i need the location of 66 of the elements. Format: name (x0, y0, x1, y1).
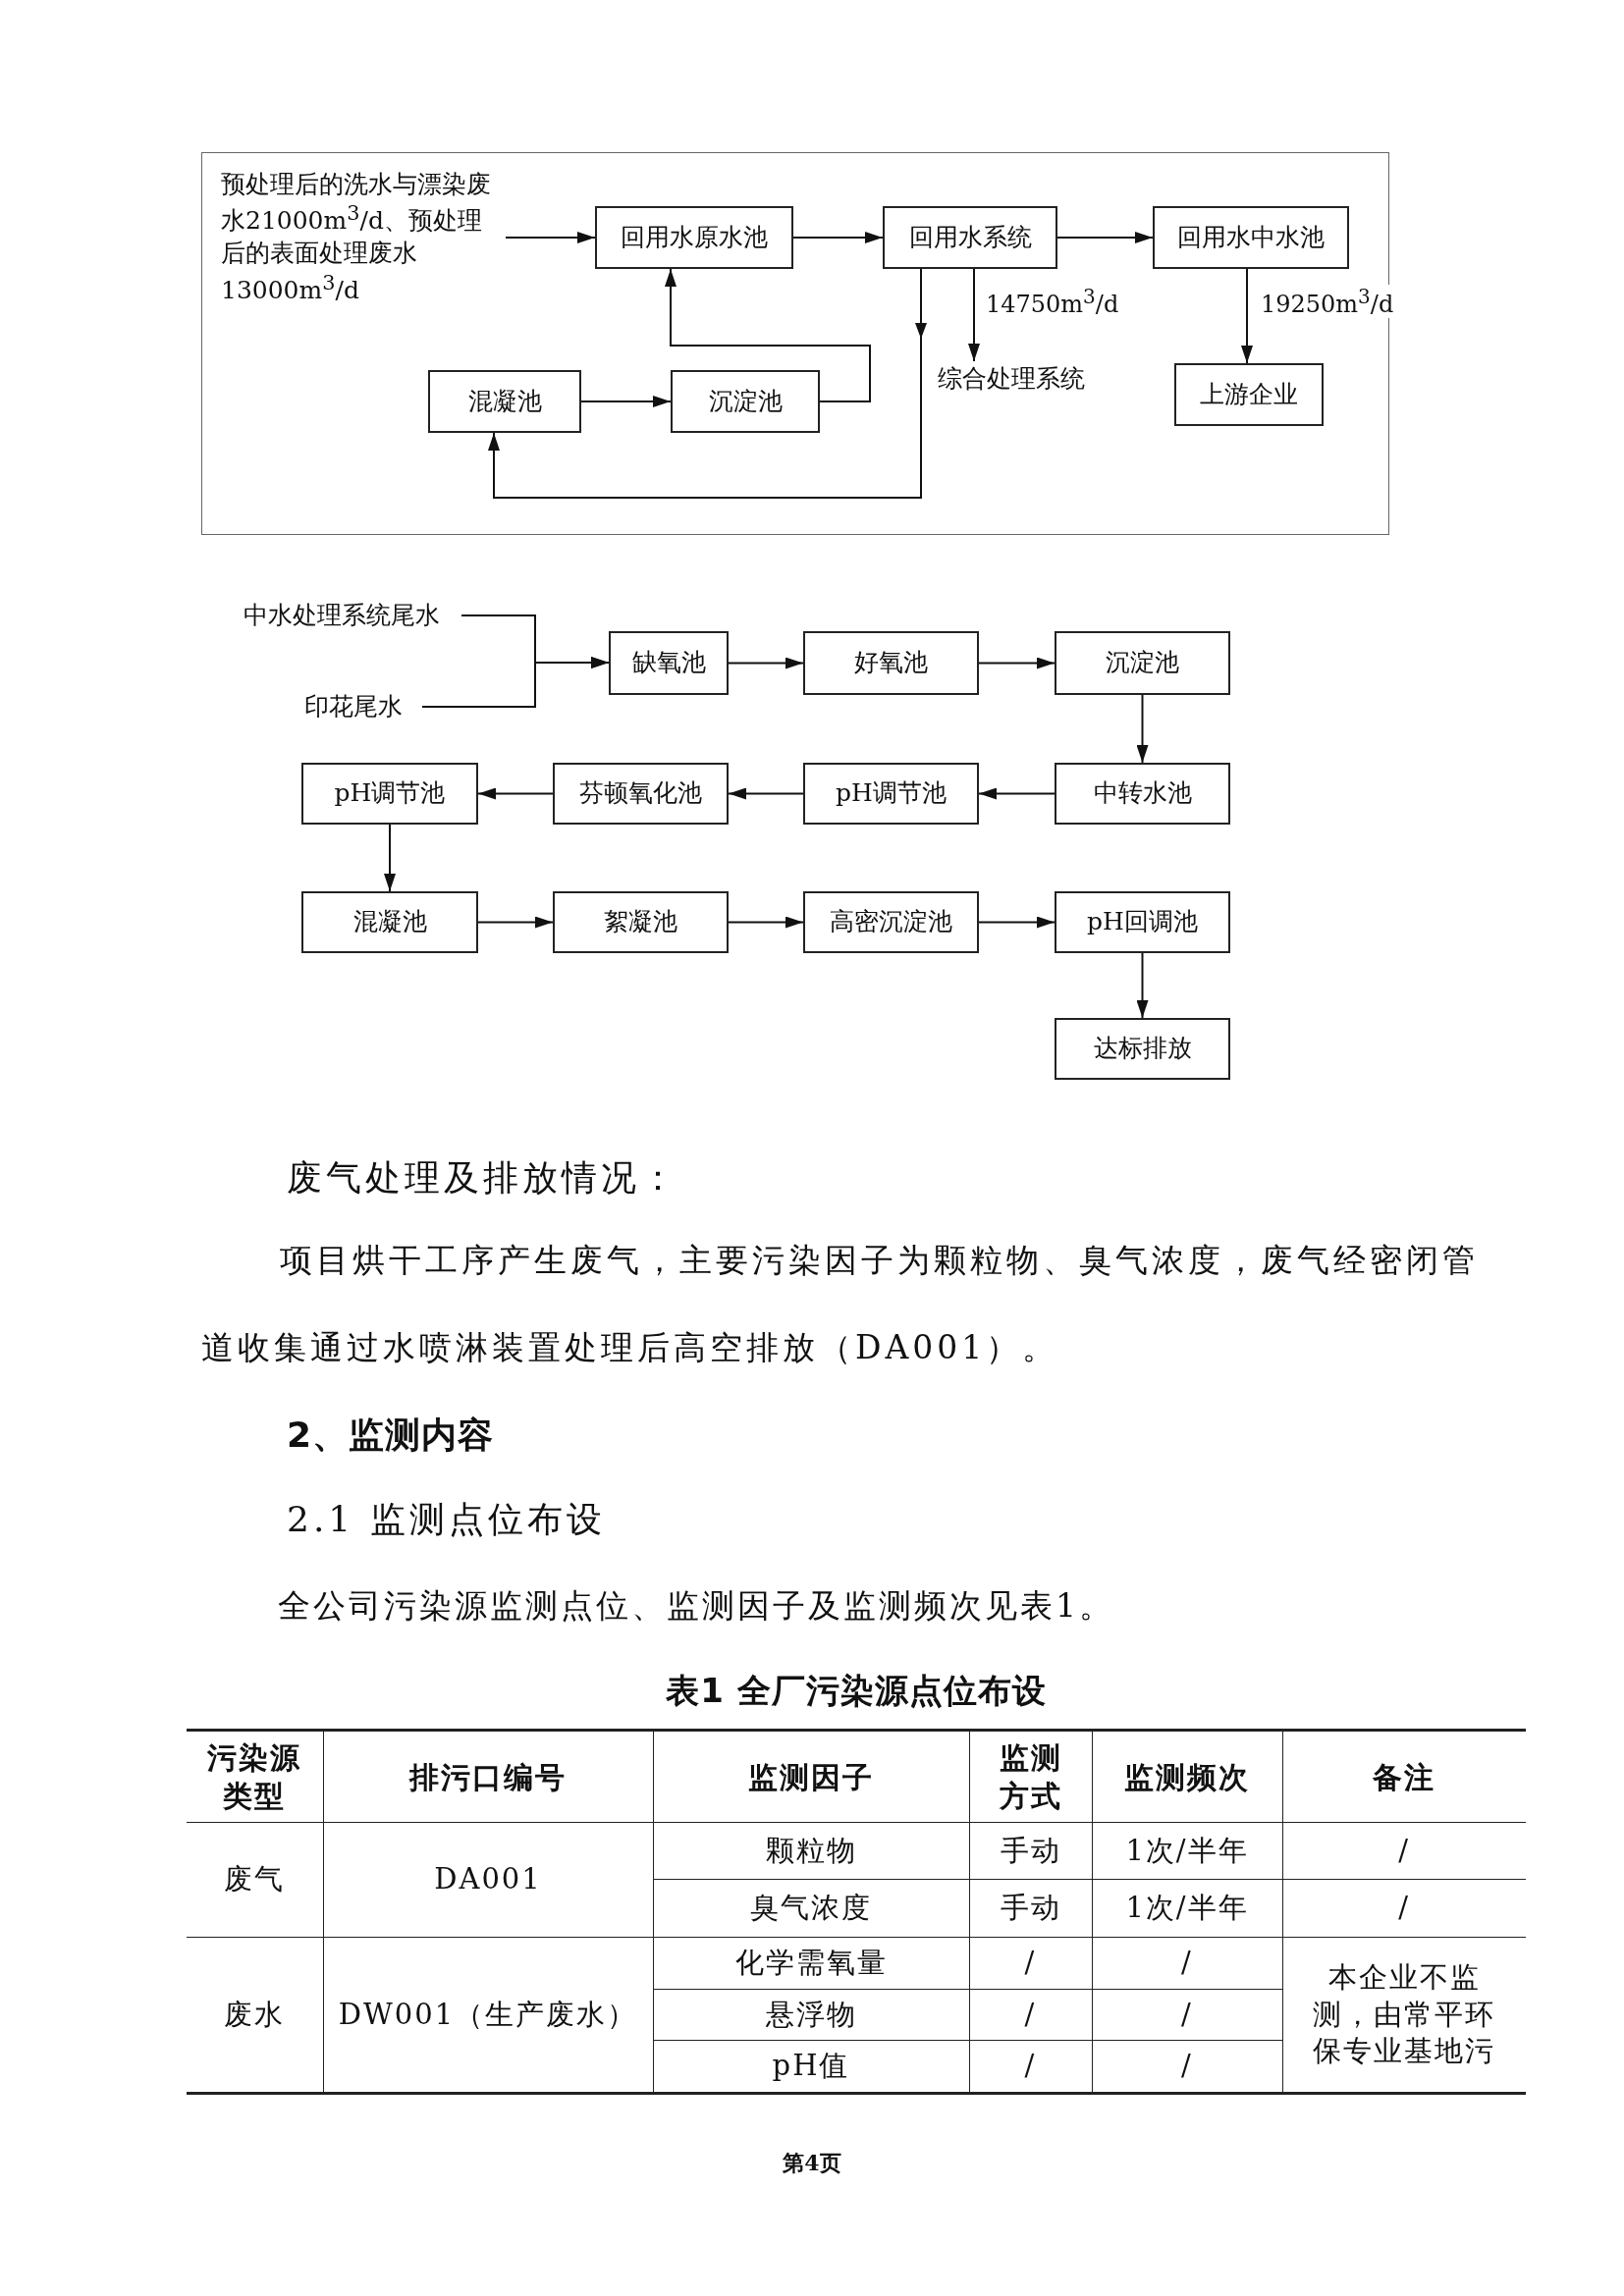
table-title: 表1 全厂污染源点位布设 (665, 1670, 1048, 1712)
process-box: 回用水系统 (883, 206, 1057, 269)
arrow (978, 916, 1056, 929)
arrow (665, 268, 871, 402)
process-box: 混凝池 (428, 370, 581, 433)
header-cell: 监测方式 (969, 1730, 1092, 1823)
source-text: 印花尾水 (304, 689, 422, 724)
process-box: 好氧池 (803, 631, 979, 695)
source-text: 预处理后的洗水与漂染废水21000m$^{3}$/d、预处理后的表面处理废水13000m$^{3}$/d (221, 169, 506, 306)
process-box: 沉淀池 (671, 370, 820, 433)
section-heading: 2、监测内容 (287, 1414, 496, 1457)
section-heading: 废气处理及排放情况： (287, 1156, 680, 1200)
arrow (968, 268, 980, 362)
table-cell: 化学需氧量 (653, 1937, 969, 1990)
arrow (978, 657, 1056, 669)
arrow (384, 824, 396, 892)
table-cell: 手动 (969, 1822, 1092, 1880)
arrow (728, 787, 804, 800)
process-box: 缺氧池 (609, 631, 729, 695)
table-cell: 颗粒物 (653, 1822, 969, 1880)
process-box: 中转水池 (1055, 763, 1230, 825)
arrow (728, 657, 804, 669)
process-box: 上游企业 (1174, 363, 1324, 426)
arrow (505, 232, 596, 243)
arrow (978, 787, 1056, 800)
process-box: 混凝池 (301, 891, 478, 953)
table-cell: 废气 (187, 1822, 323, 1938)
arrow (728, 916, 804, 929)
arrow (1136, 694, 1149, 764)
header-cell: 监测因子 (653, 1730, 969, 1823)
header-cell: 排污口编号 (323, 1730, 653, 1823)
arrow (488, 268, 927, 499)
process-box: pH调节池 (803, 763, 979, 825)
flow-label: 综合处理系统 (938, 361, 1124, 397)
source-text: 中水处理系统尾水 (244, 598, 461, 633)
paragraph: 全公司污染源监测点位、监测因子及监测频次见表1。 (278, 1585, 1115, 1627)
table-cell: 手动 (969, 1879, 1092, 1938)
table-cell: 1次/半年 (1092, 1879, 1282, 1938)
table-cell: / (1092, 1937, 1282, 1990)
table-cell: DA001 (323, 1822, 653, 1938)
process-box: 沉淀池 (1055, 631, 1230, 695)
table-cell: 臭气浓度 (653, 1879, 969, 1938)
section-heading: 2.1 监测点位布设 (287, 1498, 607, 1541)
arrow (792, 232, 884, 243)
process-box: pH回调池 (1055, 891, 1230, 953)
process-box: 回用水中水池 (1153, 206, 1349, 269)
arrow (1241, 268, 1253, 364)
table-cell: / (969, 1989, 1092, 2041)
process-box: 回用水原水池 (595, 206, 793, 269)
process-box: 达标排放 (1055, 1018, 1230, 1080)
page-number: 第4页 (782, 2149, 842, 2177)
arrow (1056, 232, 1154, 243)
header-cell: 监测频次 (1092, 1730, 1282, 1823)
arrow (477, 787, 554, 800)
table-cell: 1次/半年 (1092, 1822, 1282, 1880)
process-box: 絮凝池 (553, 891, 729, 953)
header-cell: 污染源类型 (187, 1730, 323, 1823)
process-box: 芬顿氧化池 (553, 763, 729, 825)
arrow (580, 396, 672, 407)
arrow (1136, 952, 1149, 1019)
table-cell: 悬浮物 (653, 1989, 969, 2041)
process-box: 高密沉淀池 (803, 891, 979, 953)
arrow (477, 916, 554, 929)
table-cell: / (969, 1937, 1092, 1990)
paragraph: 项目烘干工序产生废气，主要污染因子为颗粒物、臭气浓度，废气经密闭管道收集通过水喷淋装置处理后高空排放（DA001）。 (201, 1240, 1480, 1368)
process-box: pH调节池 (301, 763, 478, 825)
